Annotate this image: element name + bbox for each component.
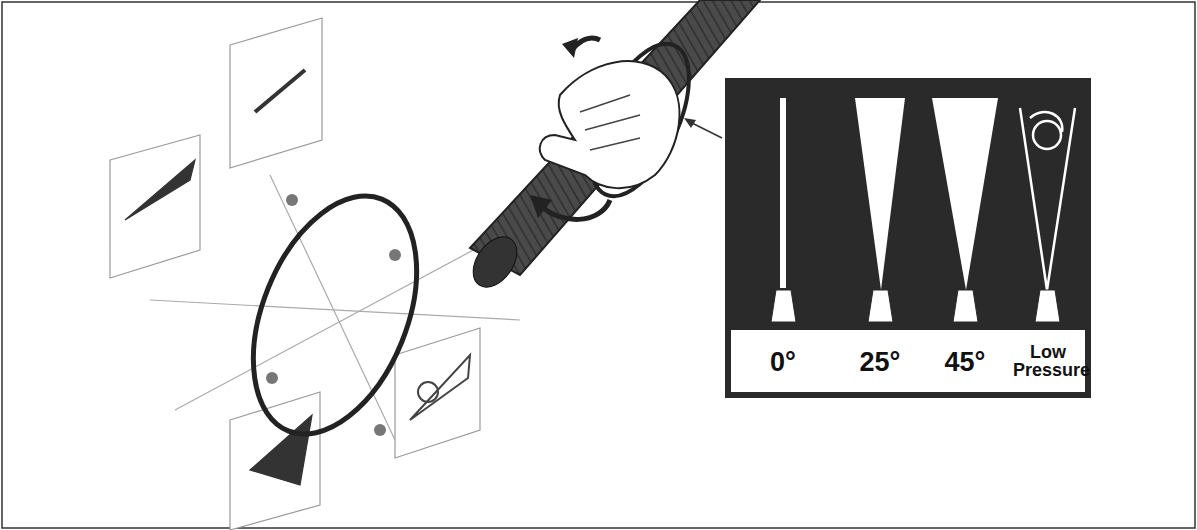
ring-tabs: [266, 194, 401, 436]
rotation-arrow: [540, 200, 610, 219]
nozzle-label: 45°: [930, 349, 1000, 376]
nozzle-label: 0°: [748, 349, 818, 376]
low-pressure-icon: [1020, 108, 1075, 290]
nozzle-ring: [221, 172, 448, 458]
nozzle-label: 25°: [845, 349, 915, 376]
spray-wand: [470, 0, 760, 275]
inset-panel: [725, 78, 1091, 398]
inset-strip: [731, 330, 1085, 392]
wand-tip: [464, 229, 526, 296]
leader-line: [690, 122, 722, 138]
hand: [540, 61, 680, 188]
nozzle-tips: [771, 290, 1060, 322]
nozzle-label: Low Pressure: [1013, 343, 1083, 379]
spray-icons: [780, 98, 998, 290]
axis-lines: [150, 175, 520, 440]
view-planes: [110, 18, 480, 530]
